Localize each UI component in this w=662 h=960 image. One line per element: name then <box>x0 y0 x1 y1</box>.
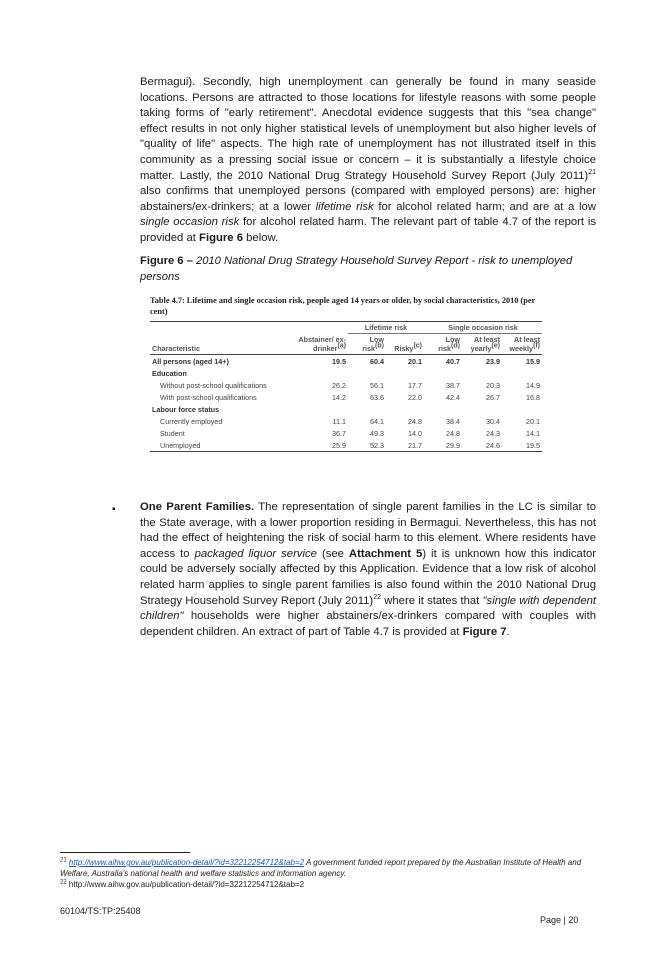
risk-table: Lifetime risk Single occasion risk Chara… <box>150 321 542 452</box>
table-row: Currently employed 11.1 64.1 24.8 38.4 3… <box>160 416 540 426</box>
table-row-section: Education <box>152 368 187 378</box>
header-low-risk-single: Low risk(d) <box>438 335 460 353</box>
figure-6-caption: Figure 6 – 2010 National Drug Strategy H… <box>140 255 573 283</box>
footnote-ref-21[interactable]: 21 <box>588 168 596 176</box>
paragraph-unemployment: Bermagui). Secondly, high unemployment c… <box>140 75 596 247</box>
footnote-22: 22 http://www.aihw.gov.au/publication-de… <box>60 879 305 889</box>
footnote-21: 21 http://www.aihw.gov.au/publication-de… <box>60 857 582 878</box>
footnote-ref-22[interactable]: 22 <box>373 593 381 601</box>
header-low-risk-lifetime: Low risk(b) <box>362 335 384 353</box>
paragraph-text: Bermagui). Secondly, high unemployment c… <box>140 76 596 244</box>
figure-6-table-image: Table 4.7: Lifetime and single occasion … <box>150 295 542 452</box>
header-yearly: At least yearly(e) <box>470 335 500 353</box>
footnote-21-link[interactable]: http://www.aihw.gov.au/publication-detai… <box>68 858 305 867</box>
square-bullet-icon: ▪ <box>112 504 116 515</box>
table-row-section: Labour force status <box>152 404 220 414</box>
paragraph-one-parent-families: One Parent Families. The representation … <box>140 500 596 640</box>
header-weekly: At least weekly(f) <box>509 335 540 353</box>
page-number: Page | 20 <box>540 915 579 925</box>
header-group-lifetime: Lifetime risk <box>348 321 424 334</box>
table-row: With post-school qualifications 14.2 63.… <box>160 392 540 402</box>
table-row: Without post-school qualifications 26.2 … <box>160 380 540 390</box>
header-characteristic: Characteristic <box>152 344 200 353</box>
table-row: Student 36.7 49.3 14.0 24.8 24.3 14.1 <box>160 428 540 438</box>
header-abstainer: Abstainer/ ex-drinker(a) <box>298 335 346 353</box>
table-title: Table 4.7: Lifetime and single occasion … <box>150 296 536 316</box>
footnote-divider <box>60 852 190 853</box>
header-group-single: Single occasion risk <box>424 321 542 334</box>
table-row: Unemployed 25.9 52.3 21.7 29.9 24.6 19.5 <box>150 439 542 452</box>
header-risky: Risky(c) <box>394 342 422 353</box>
table-row: All persons (aged 14+) 19.5 60.4 20.1 40… <box>152 356 540 366</box>
paragraph-text: One Parent Families. The representation … <box>140 501 597 638</box>
document-reference: 60104/TS:TP:25408 <box>60 906 141 916</box>
footnotes: 21 http://www.aihw.gov.au/publication-de… <box>60 857 600 890</box>
